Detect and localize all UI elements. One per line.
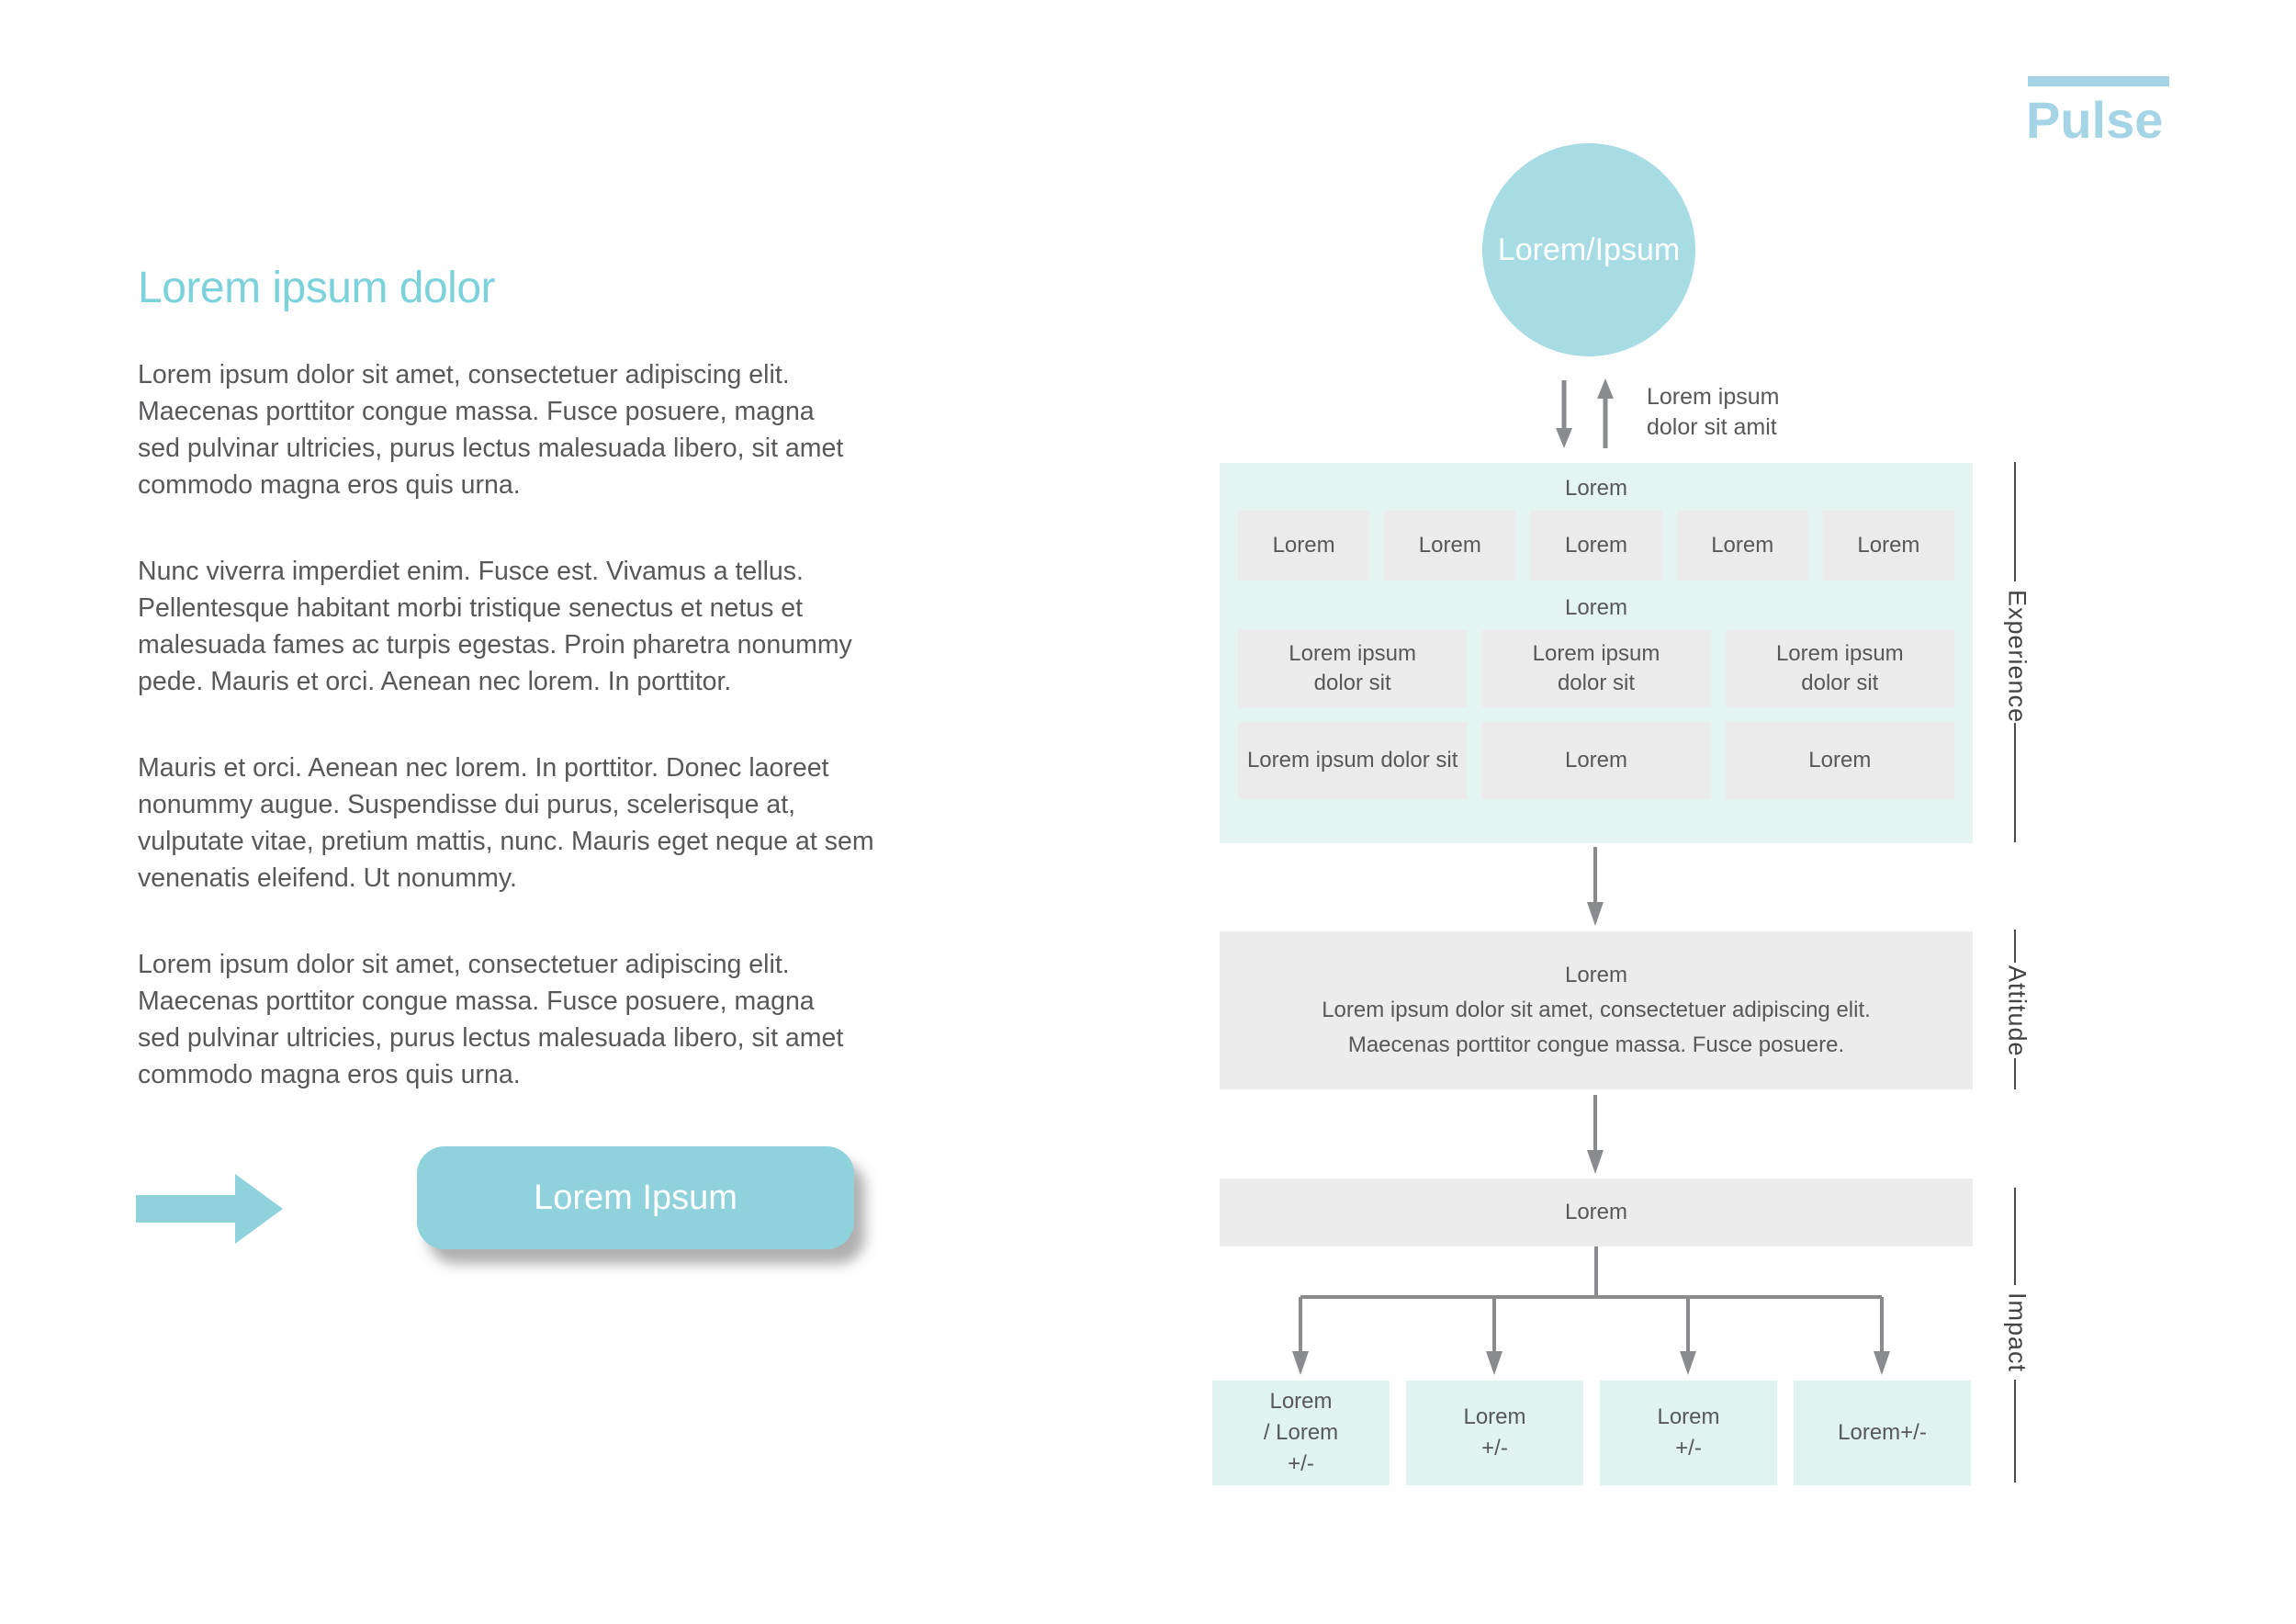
attitude-title: Lorem (1564, 963, 1628, 987)
attitude-panel: Lorem Lorem ipsum dolor sit amet, consec… (1220, 931, 1973, 1089)
experience-cell: Lorem ipsum dolor sit (1238, 722, 1468, 799)
attitude-bracket-bottom (2014, 1058, 2016, 1089)
impact-bracket-bottom (2014, 1380, 2016, 1483)
experience-bracket-label: Experience (2003, 590, 2032, 724)
body-copy: Lorem ipsum dolor sit amet, consectetuer… (138, 356, 1010, 1143)
experience-cell: Lorem (1725, 722, 1954, 799)
cta-arrow-icon (136, 1174, 283, 1244)
branch-connector-icon (1292, 1246, 1890, 1375)
feedback-arrows-icon (1556, 378, 1614, 448)
experience-cell: Lorem (1822, 511, 1955, 581)
experience-cell: Lorem (1238, 511, 1370, 581)
experience-cell: Lorem (1481, 722, 1711, 799)
cta-button-label: Lorem Ipsum (534, 1178, 737, 1217)
impact-bracket-label: Impact (2003, 1292, 2032, 1373)
paragraph-4: Lorem ipsum dolor sit amet, consectetuer… (138, 950, 844, 1089)
impact-bracket-top (2014, 1188, 2016, 1285)
impact-header-box: Lorem (1220, 1179, 1973, 1246)
experience-cell: Lorem ipsum dolor sit (1238, 630, 1468, 707)
logo: Pulse (2026, 91, 2164, 149)
impact-box-3: Lorem +/- (1600, 1381, 1777, 1485)
diagram-root-circle: Lorem/Ipsum (1482, 143, 1695, 356)
experience-bracket-top (2014, 462, 2016, 581)
experience-cell: Lorem (1676, 511, 1808, 581)
experience-cell: Lorem ipsum dolor sit (1725, 630, 1954, 707)
paragraph-1: Lorem ipsum dolor sit amet, consectetuer… (138, 360, 844, 500)
experience-row-3: Lorem ipsum dolor sit Lorem Lorem (1238, 722, 1954, 799)
flow-arrow-down-icon (1587, 847, 1604, 926)
page-title: Lorem ipsum dolor (138, 264, 496, 312)
experience-header-2: Lorem (1564, 595, 1628, 620)
feedback-label: Lorem ipsum dolor sit amit (1647, 384, 1780, 440)
attitude-bracket-label: Attitude (2003, 965, 2032, 1057)
experience-cell: Lorem (1530, 511, 1662, 581)
cta-button[interactable]: Lorem Ipsum (417, 1146, 854, 1249)
experience-cell: Lorem (1384, 511, 1516, 581)
paragraph-2: Nunc viverra imperdiet enim. Fusce est. … (138, 557, 852, 696)
impact-box-1: Lorem / Lorem +/- (1212, 1381, 1390, 1485)
paragraph-3: Mauris et orci. Aenean nec lorem. In por… (138, 753, 874, 893)
experience-panel: Lorem Lorem Lorem Lorem Lorem Lorem Lore… (1220, 463, 1973, 843)
impact-box-4: Lorem+/- (1794, 1381, 1971, 1485)
circle-label: Lorem/Ipsum (1497, 231, 1681, 267)
flow-arrow-down-icon (1587, 1095, 1604, 1174)
attitude-body: Lorem ipsum dolor sit amet, consectetuer… (1322, 998, 1871, 1057)
experience-row-1: Lorem Lorem Lorem Lorem Lorem (1238, 511, 1955, 581)
experience-bracket-bottom (2014, 723, 2016, 842)
attitude-bracket-top (2014, 930, 2016, 963)
experience-row-2: Lorem ipsum dolor sit Lorem ipsum dolor … (1238, 630, 1954, 707)
experience-cell: Lorem ipsum dolor sit (1481, 630, 1711, 707)
logo-bar (2028, 76, 2169, 86)
experience-header-1: Lorem (1564, 476, 1628, 501)
impact-box-2: Lorem +/- (1406, 1381, 1583, 1485)
